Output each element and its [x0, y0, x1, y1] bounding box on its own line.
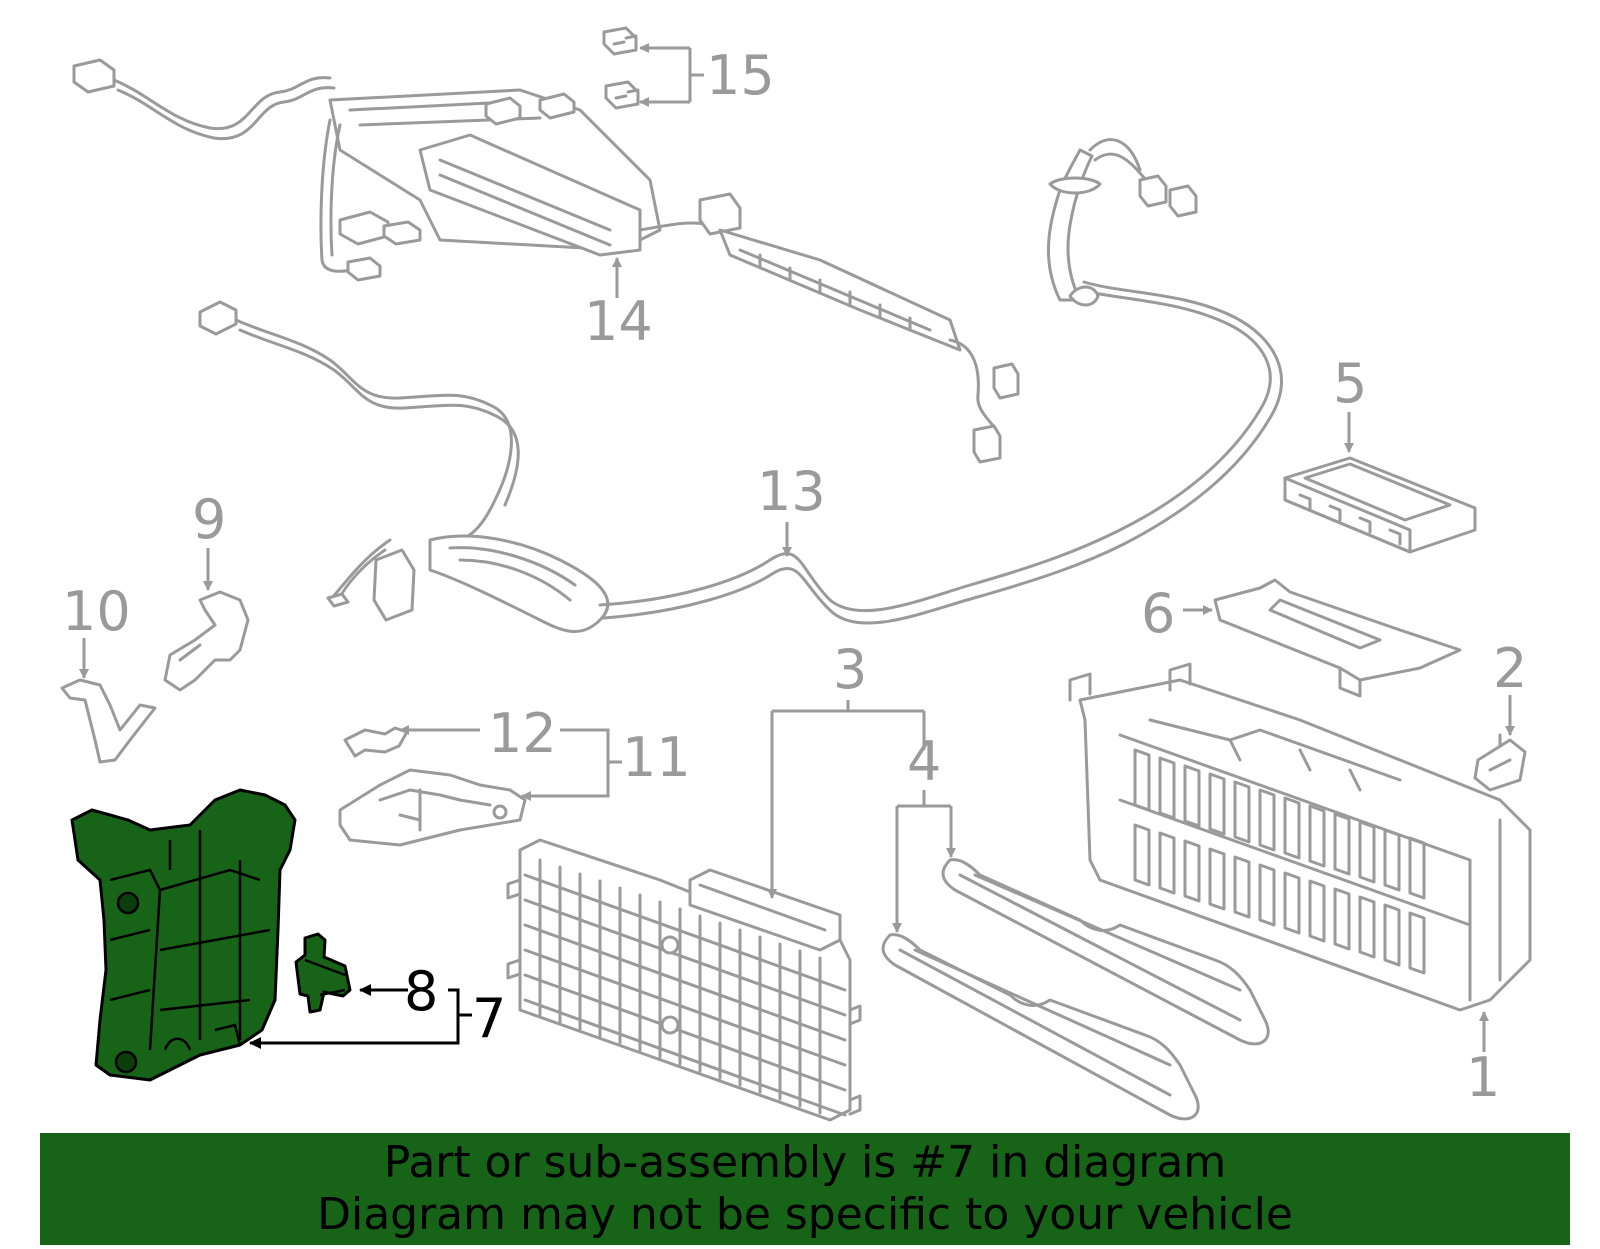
- bracket-3: [770, 700, 926, 895]
- part-14-wire-harness[interactable]: [72, 58, 1020, 464]
- part-10-bracket[interactable]: [60, 678, 157, 764]
- callout-2: 2: [1493, 637, 1527, 700]
- part-9-bracket[interactable]: [163, 590, 250, 692]
- part-15-connectors[interactable]: [602, 26, 640, 110]
- part-1-battery-module[interactable]: [1068, 662, 1532, 1012]
- callout-1: 1: [1466, 1046, 1500, 1109]
- part-4-gaskets[interactable]: [881, 858, 1270, 1121]
- part-8-relay[interactable]: [294, 932, 352, 1014]
- callout-13: 13: [757, 460, 826, 523]
- cell-row-top: [1133, 748, 1426, 900]
- banner-line-2: Diagram may not be specific to your vehi…: [317, 1189, 1293, 1240]
- callout-4: 4: [907, 730, 941, 793]
- part-11-bracket[interactable]: [338, 768, 527, 847]
- bracket-11: [525, 728, 622, 798]
- cover-grid: [523, 858, 847, 1117]
- callout-11: 11: [622, 726, 691, 789]
- part-5-control-module[interactable]: [1283, 456, 1477, 554]
- part-6-bracket[interactable]: [1213, 578, 1462, 698]
- banner-line-1: Part or sub-assembly is #7 in diagram: [383, 1137, 1227, 1188]
- callout-8: 8: [404, 960, 438, 1023]
- bracket-15: [688, 48, 704, 102]
- callout-7: 7: [472, 987, 506, 1050]
- callout-10: 10: [62, 580, 131, 643]
- callout-3: 3: [833, 638, 867, 701]
- bracket-4: [895, 790, 953, 930]
- callout-9: 9: [192, 488, 226, 551]
- part-3-cover[interactable]: [506, 838, 862, 1122]
- part-13-wire-harness[interactable]: [198, 138, 1283, 634]
- callout-12: 12: [488, 702, 557, 765]
- part-7-junction-block[interactable]: [70, 788, 297, 1082]
- callout-5: 5: [1333, 352, 1367, 415]
- cell-row-bottom: [1133, 823, 1426, 975]
- info-banner: Part or sub-assembly is #7 in diagram Di…: [40, 1133, 1570, 1245]
- callout-14: 14: [584, 290, 653, 353]
- callout-15: 15: [706, 44, 775, 107]
- part-12-sensor[interactable]: [343, 726, 409, 758]
- callout-6: 6: [1141, 582, 1175, 645]
- part-2-clip[interactable]: [1473, 733, 1527, 792]
